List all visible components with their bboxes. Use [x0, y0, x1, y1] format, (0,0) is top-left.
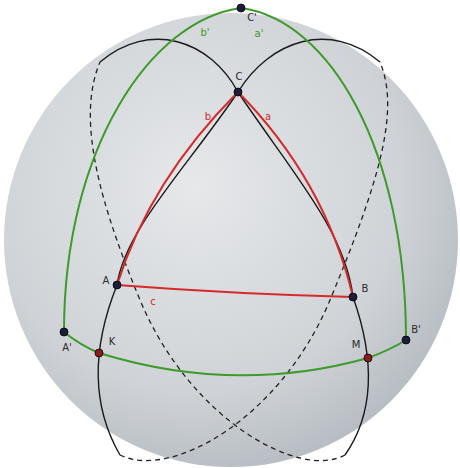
polar-triangle-side [64, 8, 241, 332]
point-label: C' [247, 12, 257, 24]
triangle-side [238, 92, 353, 297]
great-circle-back [120, 62, 388, 461]
side-label: a [265, 111, 271, 123]
point-label: A [103, 275, 110, 287]
point [113, 281, 121, 289]
side-label: b [205, 111, 211, 123]
point-label: M [352, 339, 361, 351]
point [349, 293, 357, 301]
triangle-side [117, 285, 353, 297]
point-label: C [236, 71, 243, 83]
side-label: c [150, 296, 156, 308]
point-label: A' [62, 342, 72, 354]
side-label: b' [200, 27, 209, 39]
point-label: B [362, 283, 369, 295]
side-label: a' [255, 28, 264, 40]
point-label: B' [411, 324, 421, 336]
great-circle [100, 39, 369, 455]
point-label: K [109, 336, 116, 348]
triangle-side [117, 92, 238, 285]
intersection-point [95, 349, 103, 357]
great-circle [98, 39, 380, 455]
polar-triangle-side [241, 8, 406, 340]
point [402, 336, 410, 344]
point [60, 328, 68, 336]
point [237, 4, 245, 12]
point [234, 88, 242, 96]
intersection-point [364, 354, 372, 362]
polar-triangle-side [64, 332, 406, 375]
